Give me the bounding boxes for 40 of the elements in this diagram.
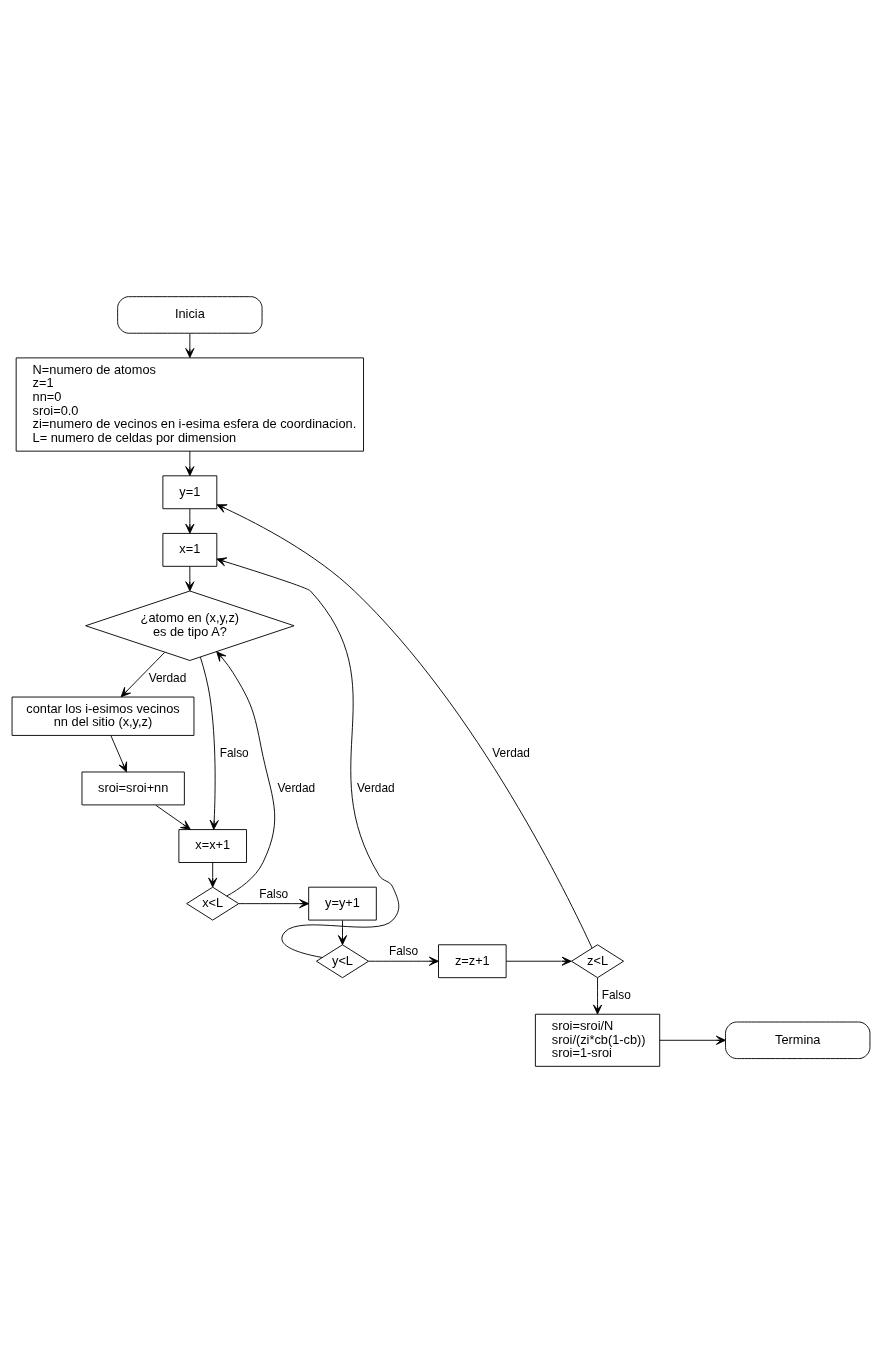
arrow xyxy=(592,977,603,1015)
edge-label: Falso xyxy=(601,988,631,1003)
node-box: N=numero de atomos z=1 nn=0 sroi=0.0 zi=numero de vecinos en i-esima esfera de coordinacion. L= numero de celdas por dimension xyxy=(15,357,364,452)
arrow xyxy=(216,651,276,897)
arrow xyxy=(185,566,195,592)
edge-label: Verdad xyxy=(148,670,187,685)
arrow xyxy=(368,956,439,966)
edge-label: Falso xyxy=(219,745,249,760)
node-diamond: y<L xyxy=(316,944,369,979)
arrow xyxy=(216,557,400,958)
arrow xyxy=(505,956,572,966)
node-box: Termina xyxy=(725,1021,871,1060)
arrow xyxy=(216,504,593,949)
arrow xyxy=(120,651,166,698)
node-diamond: z<L xyxy=(571,944,625,979)
node-box: z=z+1 xyxy=(438,944,507,979)
node-box: x=1 xyxy=(162,532,218,567)
arrow xyxy=(185,450,195,477)
node-diamond: x<L xyxy=(186,886,240,921)
node-box: x=x+1 xyxy=(178,829,247,863)
arrow xyxy=(185,508,195,534)
edge-label: Verdad xyxy=(492,745,530,760)
node-box: y=y+1 xyxy=(308,886,377,921)
arrow xyxy=(238,899,310,909)
arrow xyxy=(155,804,191,830)
edge-label: Falso xyxy=(389,944,419,959)
edge-label: Falso xyxy=(259,886,289,901)
node-box: sroi=sroi/N sroi/(zi*cb(1-cb)) sroi=1-sroi xyxy=(534,1013,661,1067)
arrow xyxy=(659,1035,726,1045)
node-box: sroi=sroi+nn xyxy=(81,771,185,806)
edge-label: Verdad xyxy=(277,780,316,795)
arrow xyxy=(110,735,128,773)
arrow xyxy=(199,656,219,830)
node-box: contar los i-esimos vecinos nn del sitio (x,y,z) xyxy=(11,696,195,736)
arrow xyxy=(337,919,348,946)
edge-label: Verdad xyxy=(357,780,395,795)
arrow xyxy=(208,862,218,888)
node-box: Inicia xyxy=(117,296,263,334)
node-box: y=1 xyxy=(162,475,218,510)
arrow xyxy=(185,333,195,358)
